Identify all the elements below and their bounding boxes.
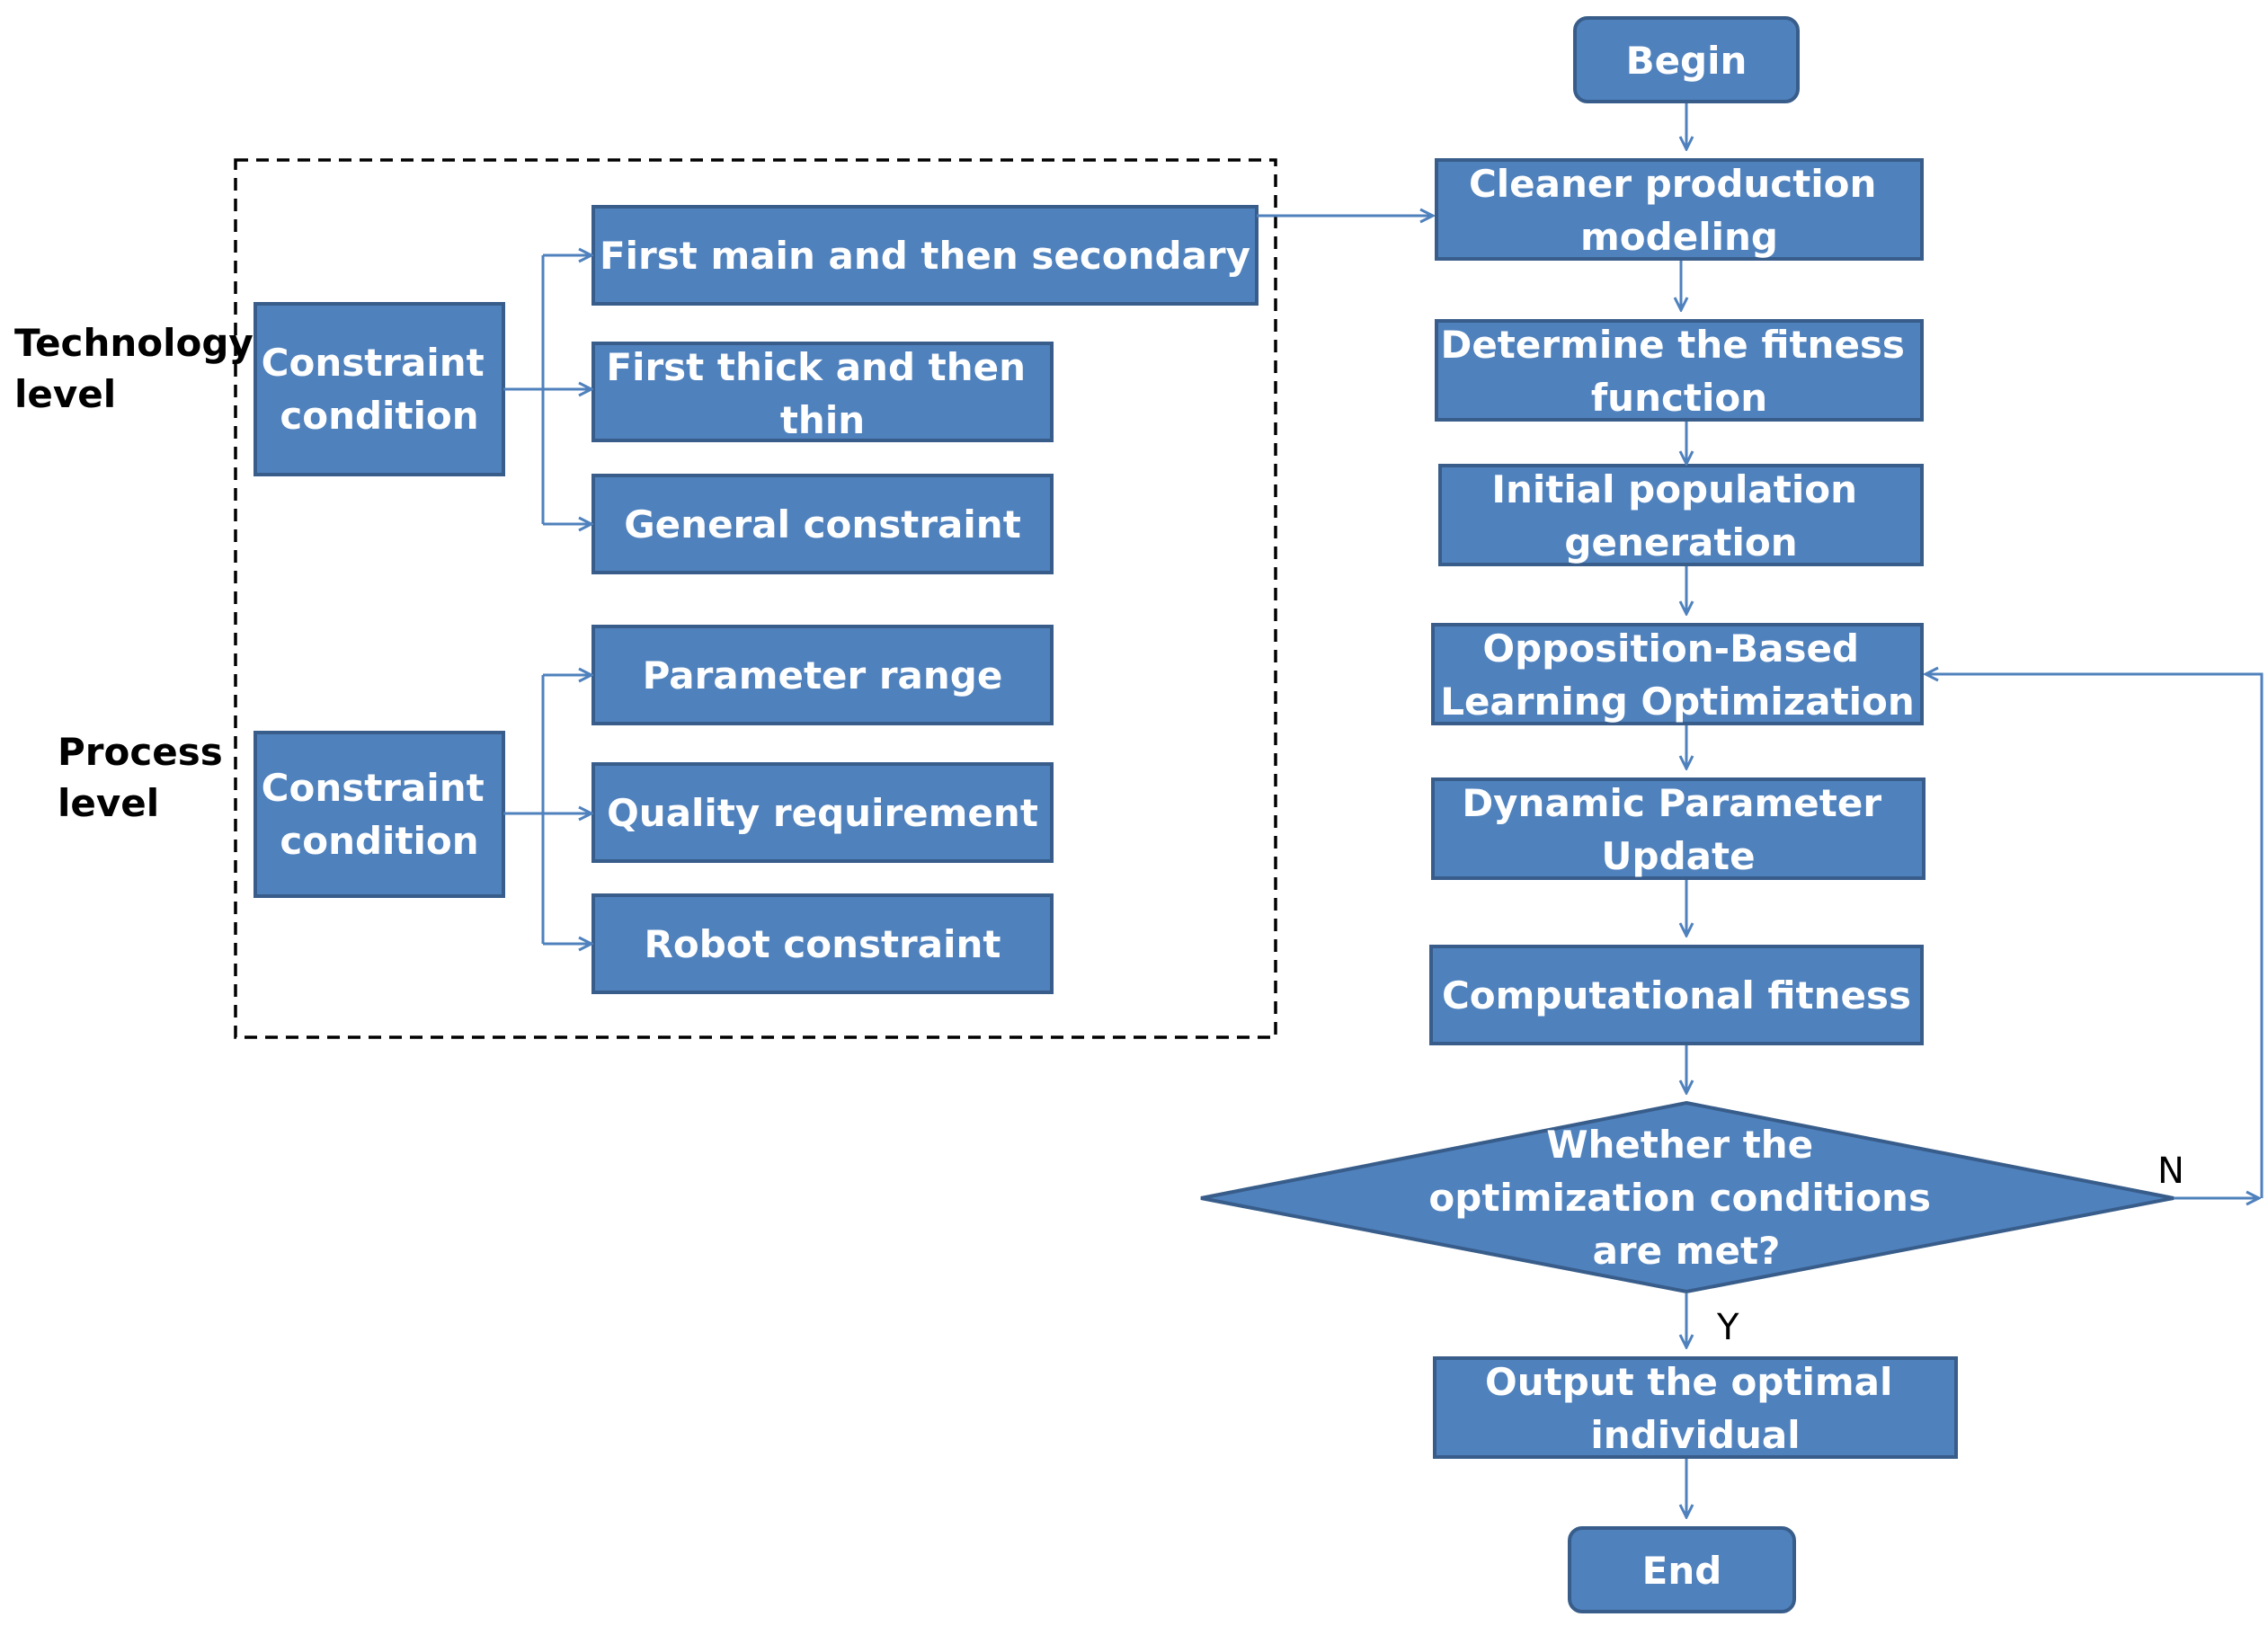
quality-requirement-box: Quality requirement bbox=[591, 762, 1054, 863]
technology-tree-connectors bbox=[503, 255, 591, 524]
begin-node: Begin bbox=[1573, 16, 1800, 103]
svg-text:Opposition-Based Learnin: Opposition-Based Learning Optimization bbox=[1440, 626, 1915, 724]
process-tree-connectors bbox=[503, 675, 591, 944]
determine-fitness-function-box: Determine the fitness function bbox=[1435, 319, 1924, 422]
svg-text:Quality requirement: Quality requirement bbox=[607, 791, 1038, 835]
cleaner-production-modeling-box: Cleaner production modeling bbox=[1435, 158, 1924, 261]
svg-text:Dynamic Parameter Update: Dynamic Parameter Update bbox=[1462, 781, 1894, 878]
output-optimal-individual-box: Output the optimal individual bbox=[1433, 1356, 1958, 1459]
opposition-based-learning-box: Opposition-Based Learning Optimization bbox=[1431, 623, 1924, 725]
svg-text:Constraint condition: Constraint condition bbox=[262, 766, 498, 863]
end-node: End bbox=[1568, 1526, 1796, 1613]
technology-constraint-node: Constraint condition bbox=[253, 302, 505, 476]
general-constraint-box: General constraint bbox=[591, 474, 1054, 574]
svg-text:First main and then secondary: First main and then secondary bbox=[600, 234, 1250, 278]
no-label: N bbox=[2157, 1151, 2184, 1192]
svg-text:Parameter range: Parameter range bbox=[643, 653, 1003, 697]
robot-constraint-box: Robot constraint bbox=[591, 893, 1054, 994]
svg-text:Output the optimal indiv: Output the optimal individual bbox=[1485, 1360, 1906, 1457]
svg-text:Initial population gener: Initial population generation bbox=[1491, 467, 1870, 564]
computational-fitness-box: Computational fitness bbox=[1429, 945, 1924, 1045]
constraint-group-frame bbox=[234, 158, 1277, 1039]
dynamic-parameter-update-box: Dynamic Parameter Update bbox=[1431, 777, 1926, 880]
no-loop-connector bbox=[1926, 674, 2264, 1198]
svg-text:Determine the fitness fu: Determine the fitness function bbox=[1440, 323, 1917, 420]
initial-population-generation-box: Initial population generation bbox=[1438, 464, 1924, 566]
optimization-condition-decision: Whether the optimization conditions are … bbox=[1200, 1100, 2175, 1294]
svg-text:Computational fitness: Computational fitness bbox=[1442, 973, 1911, 1017]
first-main-then-secondary-box: First main and then secondary bbox=[591, 205, 1259, 306]
first-thick-then-thin-box: First thick and then thin bbox=[591, 342, 1054, 442]
technology-level-label: Technology level bbox=[14, 321, 266, 416]
svg-text:Constraint condition: Constraint condition bbox=[262, 341, 498, 438]
svg-text:Robot constraint: Robot constraint bbox=[645, 922, 1001, 966]
process-level-label: Process level bbox=[58, 730, 236, 825]
svg-text:First thick and then thi: First thick and then thin bbox=[606, 345, 1038, 442]
flow-connectors bbox=[1681, 103, 1686, 1517]
svg-text:End: End bbox=[1642, 1549, 1722, 1593]
process-constraint-node: Constraint condition bbox=[253, 731, 505, 898]
parameter-range-box: Parameter range bbox=[591, 625, 1054, 725]
svg-text:Cleaner production model: Cleaner production modeling bbox=[1469, 162, 1890, 259]
svg-text:General constraint: General constraint bbox=[624, 502, 1021, 546]
svg-text:Begin: Begin bbox=[1626, 39, 1748, 83]
svg-text:Whether the optimization: Whether the optimization conditions are … bbox=[1428, 1123, 1943, 1273]
yes-label: Y bbox=[1716, 1307, 1739, 1348]
